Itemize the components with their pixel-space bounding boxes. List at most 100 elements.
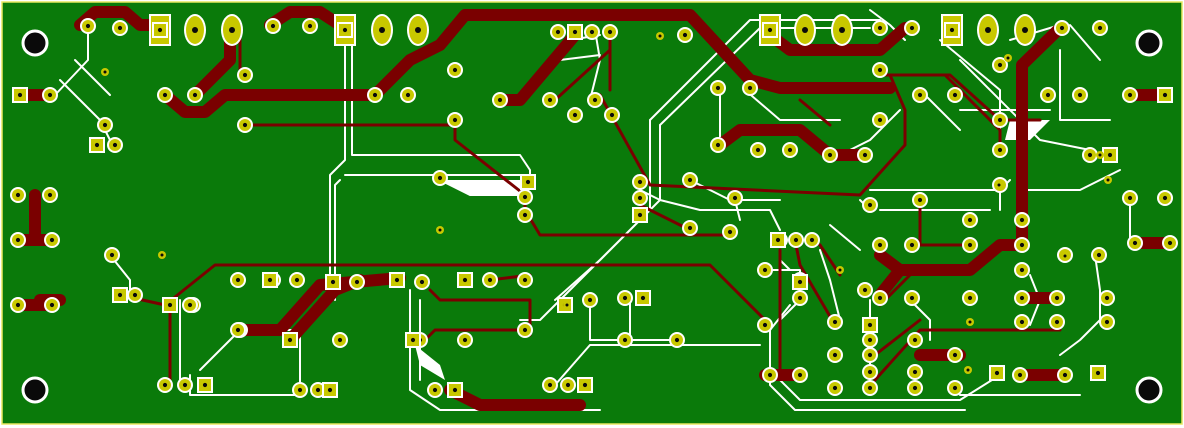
through-hole-pad <box>230 272 246 288</box>
via <box>1061 252 1069 260</box>
square-pad <box>12 87 28 103</box>
through-hole-pad <box>292 382 308 398</box>
through-hole-pad <box>457 332 473 348</box>
through-hole-pad <box>872 237 888 253</box>
through-hole-pad <box>617 290 633 306</box>
through-hole-pad <box>602 24 618 40</box>
mounting-holes <box>21 29 1163 404</box>
through-hole-pad <box>872 20 888 36</box>
oval-pad <box>407 14 429 46</box>
through-hole-pad <box>80 18 96 34</box>
through-hole-pad <box>677 27 693 43</box>
through-hole-pad <box>1049 314 1065 330</box>
via <box>1004 54 1012 62</box>
through-hole-pad <box>550 24 566 40</box>
through-hole-pad <box>1014 262 1030 278</box>
through-hole-pad <box>792 367 808 383</box>
mounting-hole <box>21 376 49 404</box>
square-pad <box>405 332 421 348</box>
through-hole-pad <box>1014 290 1030 306</box>
through-hole-pad <box>862 332 878 348</box>
square-pad <box>792 274 808 290</box>
oval-pad <box>371 14 393 46</box>
through-hole-pad <box>127 287 143 303</box>
oval-pad <box>184 14 206 46</box>
through-hole-pad <box>112 20 128 36</box>
oval-pad <box>221 14 243 46</box>
through-hole-pad <box>904 237 920 253</box>
through-hole-pad <box>912 87 928 103</box>
via <box>436 226 444 234</box>
through-hole-pad <box>992 112 1008 128</box>
through-hole-pad <box>177 377 193 393</box>
through-hole-pad <box>42 87 58 103</box>
through-hole-pad <box>400 87 416 103</box>
through-hole-pad <box>1012 367 1028 383</box>
through-hole-pad <box>1127 235 1143 251</box>
through-hole-pad <box>862 364 878 380</box>
via <box>101 68 109 76</box>
through-hole-pad <box>517 322 533 338</box>
through-hole-pad <box>947 380 963 396</box>
through-hole-pad <box>367 87 383 103</box>
through-hole-pad <box>157 377 173 393</box>
through-hole-pad <box>1040 87 1056 103</box>
through-hole-pad <box>349 274 365 290</box>
through-hole-pad <box>907 364 923 380</box>
through-hole-pad <box>862 380 878 396</box>
through-hole-pad <box>182 297 198 313</box>
square-pad <box>989 365 1005 381</box>
through-hole-pad <box>757 262 773 278</box>
through-hole-pad <box>517 272 533 288</box>
square-pad <box>447 382 463 398</box>
square-pad <box>1090 365 1106 381</box>
through-hole-pad <box>265 18 281 34</box>
through-hole-pad <box>682 172 698 188</box>
square-pad <box>762 22 778 38</box>
through-hole-pad <box>1099 314 1115 330</box>
through-hole-pad <box>757 317 773 333</box>
square-pad <box>89 137 105 153</box>
through-hole-pad <box>42 187 58 203</box>
through-hole-pad <box>447 112 463 128</box>
square-pad <box>325 274 341 290</box>
through-hole-pad <box>1157 190 1173 206</box>
via <box>158 251 166 259</box>
through-hole-pad <box>104 247 120 263</box>
through-hole-pad <box>962 237 978 253</box>
through-hole-pad <box>857 147 873 163</box>
through-hole-pad <box>632 190 648 206</box>
via <box>966 318 974 326</box>
through-hole-pad <box>872 290 888 306</box>
square-pad <box>262 272 278 288</box>
through-hole-pad <box>560 377 576 393</box>
through-hole-pad <box>862 197 878 213</box>
through-hole-pad <box>482 272 498 288</box>
through-hole-pad <box>1014 212 1030 228</box>
square-pad <box>1157 87 1173 103</box>
through-hole-pad <box>584 24 600 40</box>
through-hole-pad <box>862 347 878 363</box>
through-hole-pad <box>992 57 1008 73</box>
through-hole-pad <box>962 290 978 306</box>
through-hole-pad <box>857 282 873 298</box>
through-hole-pad <box>904 20 920 36</box>
mounting-hole <box>1135 376 1163 404</box>
through-hole-pad <box>804 232 820 248</box>
through-hole-pad <box>44 232 60 248</box>
through-hole-pad <box>907 380 923 396</box>
through-hole-pad <box>722 224 738 240</box>
through-hole-pad <box>904 290 920 306</box>
through-hole-pad <box>1099 290 1115 306</box>
via <box>1096 151 1104 159</box>
through-hole-pad <box>289 272 305 288</box>
through-hole-pad <box>962 212 978 228</box>
square-pad <box>567 24 583 40</box>
square-pad <box>632 207 648 223</box>
through-hole-pad <box>727 190 743 206</box>
through-hole-pad <box>762 367 778 383</box>
oval-pad <box>1014 14 1036 46</box>
through-hole-pad <box>750 142 766 158</box>
